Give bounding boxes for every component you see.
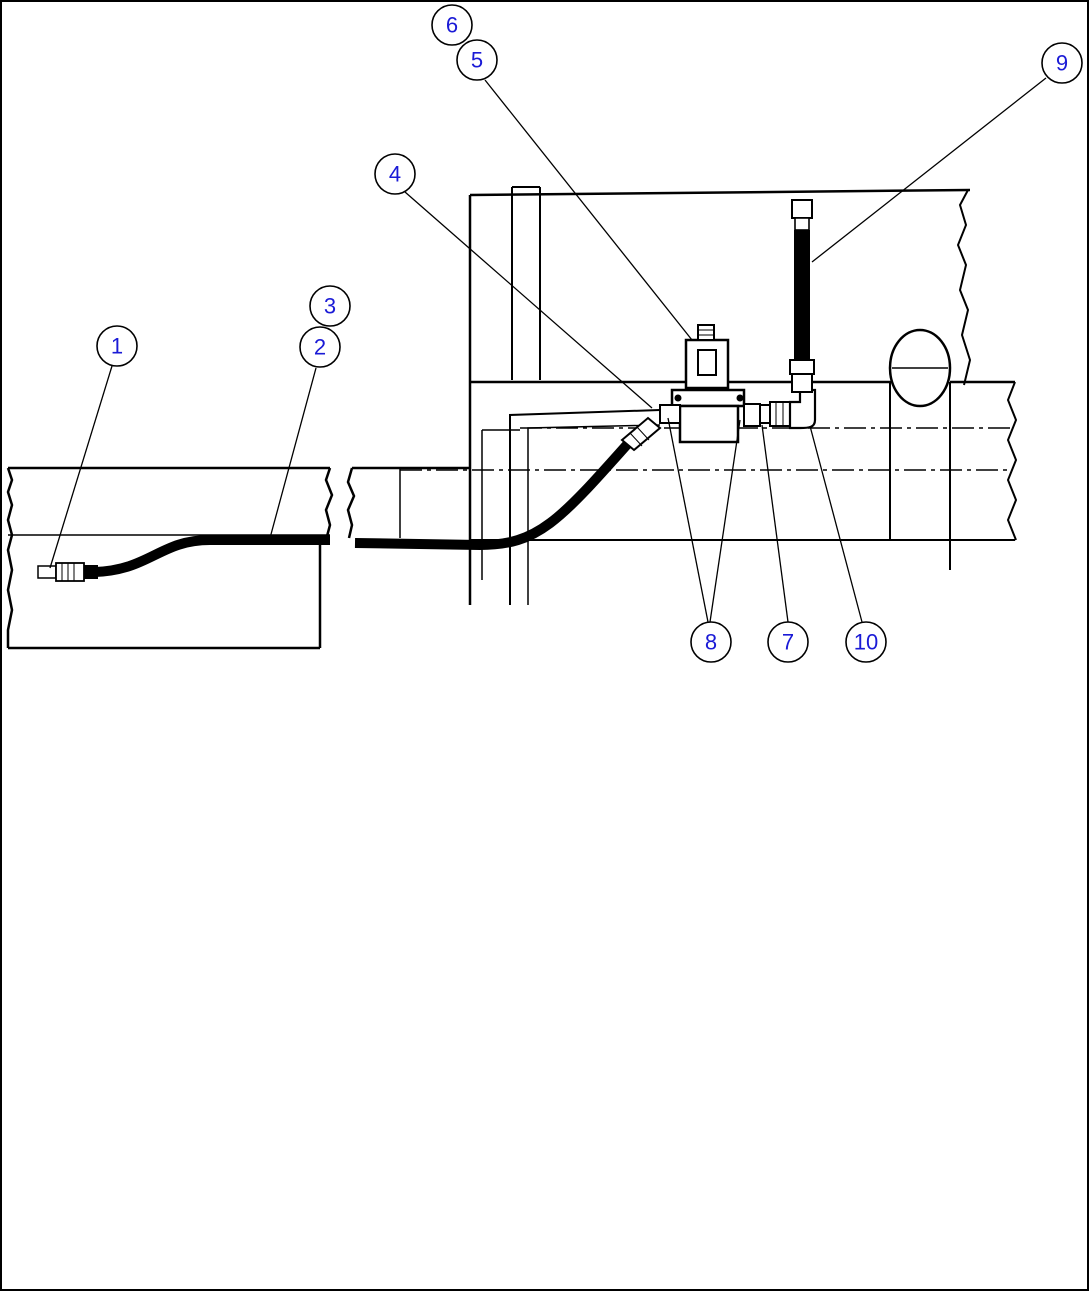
callout-8: 8 [690,621,732,663]
middle-frame-rail [346,466,470,539]
regulator-valve [659,324,761,444]
callout-4: 4 [374,153,416,195]
callout-3: 3 [309,285,351,327]
callout-9: 9 [1041,42,1083,84]
callout-5: 5 [456,39,498,81]
svg-text:8: 8 [705,630,717,655]
vertical-hose [789,199,815,393]
svg-text:6: 6 [446,13,458,38]
svg-text:3: 3 [324,294,336,319]
svg-text:9: 9 [1056,51,1068,76]
callout-2: 2 [299,326,341,368]
callout-10: 10 [845,621,887,663]
left-frame-rail [6,466,334,650]
callout-6: 6 [431,4,473,46]
hose [94,426,644,577]
adapter-and-elbow [759,388,817,430]
hose-end-fitting [37,562,98,582]
svg-text:1: 1 [111,334,123,359]
svg-text:5: 5 [471,48,483,73]
leader-lines [49,77,1047,623]
svg-text:7: 7 [782,630,794,655]
callout-1: 1 [96,325,138,367]
svg-text:10: 10 [854,630,878,655]
svg-text:2: 2 [314,335,326,360]
valve-hose-fitting [620,416,662,452]
svg-text:4: 4 [389,162,401,187]
callout-7: 7 [767,621,809,663]
